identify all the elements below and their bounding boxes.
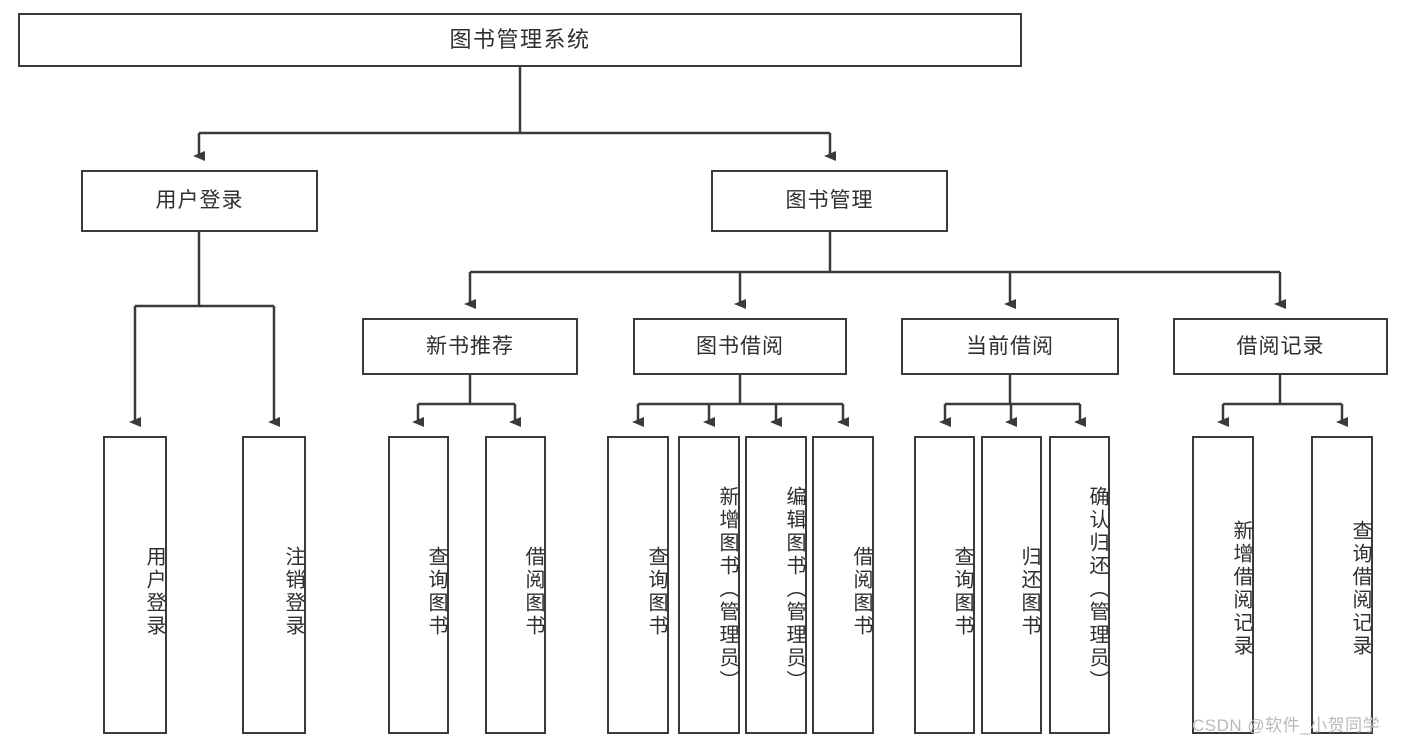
leaf-user-login-logout[interactable]: 注销登录 [242,436,306,734]
leaf-borrow-query-book[interactable]: 查询图书 [607,436,669,734]
leaf-borrow-add-book-admin[interactable]: 新增图书（管理员） [678,436,740,734]
node-new-book-recommend[interactable]: 新书推荐 [362,318,578,375]
leaf-current-confirm-return-admin[interactable]: 确认归还（管理员） [1049,436,1110,734]
leaf-record-add-record[interactable]: 新增借阅记录 [1192,436,1254,734]
leaf-current-return-book[interactable]: 归还图书 [981,436,1042,734]
leaf-current-query-book[interactable]: 查询图书 [914,436,975,734]
node-book-management[interactable]: 图书管理 [711,170,948,232]
node-user-login[interactable]: 用户登录 [81,170,318,232]
node-book-borrow[interactable]: 图书借阅 [633,318,847,375]
leaf-recommend-borrow-book[interactable]: 借阅图书 [485,436,546,734]
node-borrow-record[interactable]: 借阅记录 [1173,318,1388,375]
node-root-system[interactable]: 图书管理系统 [18,13,1022,67]
leaf-user-login-login[interactable]: 用户登录 [103,436,167,734]
leaf-borrow-borrow-book[interactable]: 借阅图书 [812,436,874,734]
watermark-credit: CSDN @软件_小贺同学 [1192,716,1381,735]
leaf-recommend-query-book[interactable]: 查询图书 [388,436,449,734]
node-current-borrow[interactable]: 当前借阅 [901,318,1119,375]
leaf-record-query-record[interactable]: 查询借阅记录 [1311,436,1373,734]
leaf-borrow-edit-book-admin[interactable]: 编辑图书（管理员） [745,436,807,734]
